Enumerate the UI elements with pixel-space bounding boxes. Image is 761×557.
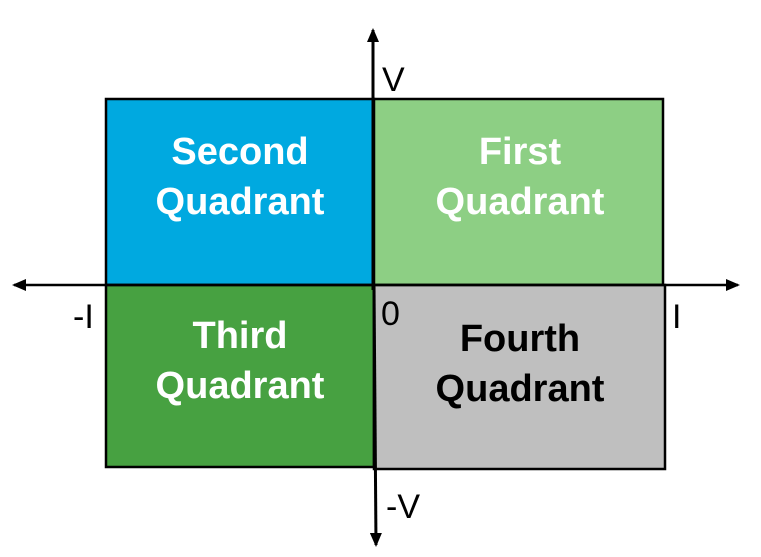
vertical-axis-negative — [369, 284, 382, 547]
negative-x-axis-label: -I — [73, 298, 94, 336]
second-quadrant-label-line2: Quadrant — [156, 181, 325, 223]
origin-label: 0 — [381, 295, 400, 333]
second-quadrant-box — [104, 97, 376, 287]
third-quadrant-label-line1: Third — [193, 315, 288, 357]
positive-x-axis-label: I — [672, 298, 681, 336]
third-quadrant-label-line2: Quadrant — [156, 365, 325, 407]
second-quadrant-label-line1: Second — [171, 131, 308, 173]
fourth-quadrant-label-line1: Fourth — [460, 318, 580, 360]
positive-y-axis-label: V — [382, 61, 405, 99]
negative-y-axis-label: -V — [386, 488, 420, 526]
fourth-quadrant-box — [372, 283, 667, 471]
fourth-quadrant-label-line2: Quadrant — [436, 368, 605, 410]
first-quadrant-label-line2: Quadrant — [436, 181, 605, 223]
first-quadrant-label-line1: First — [479, 131, 562, 173]
first-quadrant-box — [372, 97, 665, 287]
